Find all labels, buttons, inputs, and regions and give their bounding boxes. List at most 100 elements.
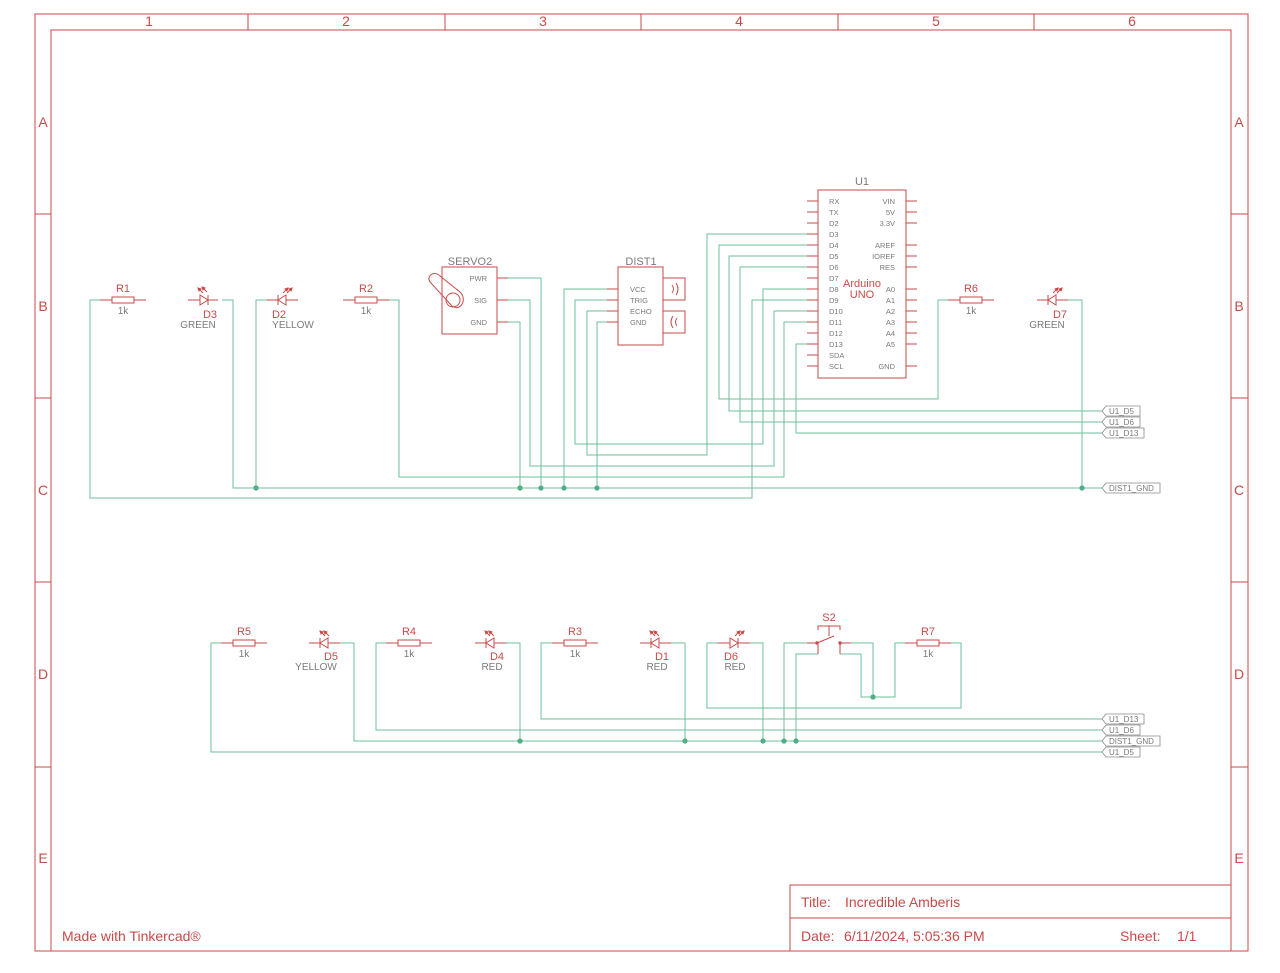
- date-value: 6/11/2024, 5:05:36 PM: [844, 928, 985, 944]
- d7-value: GREEN: [1029, 320, 1065, 331]
- u1-pin-scl: SCL: [829, 362, 844, 371]
- d6-ref: D6: [724, 651, 738, 663]
- u1-pin-ioref: IOREF: [872, 252, 895, 261]
- row-label-b-right: B: [1234, 298, 1243, 314]
- row-label-a-right: A: [1234, 114, 1244, 130]
- u1-pin-a2: A2: [886, 307, 895, 316]
- column-label-6: 6: [1128, 13, 1136, 29]
- u1-name-line1: Arduino: [843, 278, 881, 290]
- r6-value: 1k: [966, 306, 978, 317]
- column-label-1: 1: [145, 13, 153, 29]
- net-label-u1-d5-bottom: U1_D5: [1101, 746, 1141, 758]
- dist1-pin-echo: ECHO: [630, 307, 652, 316]
- d2-ref: D2: [272, 309, 286, 321]
- led-d3[interactable]: D3 GREEN: [180, 286, 218, 331]
- title-value: Incredible Amberis: [845, 894, 960, 910]
- d3-value: GREEN: [180, 320, 216, 331]
- ultrasonic-dist1[interactable]: DIST1 VCC TRIG ECHO GND: [607, 256, 686, 346]
- row-label-e-left: E: [38, 850, 47, 866]
- r2-value: 1k: [361, 306, 373, 317]
- u1-pin-d13: D13: [829, 340, 843, 349]
- dist1-pin-gnd: GND: [630, 318, 647, 327]
- svg-text:U1_D5: U1_D5: [1109, 748, 1134, 757]
- u1-pin-5v: 5V: [886, 208, 895, 217]
- u1-pin-a4: A4: [886, 329, 895, 338]
- servo-servo2[interactable]: SERVO2 PWR SIG GND: [428, 256, 508, 335]
- svg-text:U1_D13: U1_D13: [1109, 715, 1139, 724]
- d7-light-arrows-icon: [1052, 287, 1063, 294]
- resistor-r7[interactable]: R7 1k: [905, 626, 951, 660]
- u1-pin-a0: A0: [886, 285, 895, 294]
- dist1-pin-trig: TRIG: [630, 296, 648, 305]
- svg-text:DIST1_GND: DIST1_GND: [1109, 737, 1154, 746]
- servo2-pin-pwr: PWR: [470, 274, 488, 283]
- row-label-c-right: C: [1234, 482, 1244, 498]
- svg-text:U1_D13: U1_D13: [1109, 429, 1139, 438]
- u1-pin-vin: VIN: [882, 197, 895, 206]
- d3-light-arrows-icon: [197, 286, 208, 294]
- sonar-transducer-icon: [662, 277, 686, 334]
- title-block: Title: Incredible Amberis Date: 6/11/202…: [789, 884, 1232, 952]
- row-label-d-left: D: [38, 666, 48, 682]
- junctions: [253, 485, 1085, 744]
- u1-ref: U1: [855, 176, 869, 188]
- arduino-u1[interactable]: U1 Arduino UNO RXTXD2D3D4D5D6D7D8D9D10D1…: [807, 176, 917, 379]
- u1-pin-aref: AREF: [875, 241, 895, 250]
- dist1-ref: DIST1: [625, 256, 656, 268]
- d5-light-arrows-icon: [319, 630, 330, 637]
- column-label-4: 4: [735, 13, 743, 29]
- row-label-e-right: E: [1234, 850, 1243, 866]
- resistor-r1[interactable]: R1 1k: [100, 283, 146, 317]
- net-label-dist1-gnd-top: DIST1_GND: [1101, 482, 1161, 494]
- row-label-a-left: A: [38, 114, 48, 130]
- u1-pin-d2: D2: [829, 219, 839, 228]
- led-d1[interactable]: D1 RED: [640, 630, 671, 673]
- u1-pin-sda: SDA: [829, 351, 844, 360]
- servo-horn-icon: [428, 273, 464, 308]
- switch-s2[interactable]: S2: [807, 612, 851, 654]
- led-d2[interactable]: D2 YELLOW: [267, 287, 314, 331]
- led-d4[interactable]: D4 RED: [475, 630, 506, 673]
- resistor-r4[interactable]: R4 1k: [386, 626, 432, 660]
- resistor-r3[interactable]: R3 1k: [552, 626, 598, 660]
- net-labels-top: U1_D5 U1_D6 U1_D13 DIST1_GND: [1101, 405, 1161, 494]
- column-label-3: 3: [539, 13, 547, 29]
- led-d5[interactable]: D5 YELLOW: [295, 630, 340, 673]
- dist1-pin-vcc: VCC: [630, 285, 646, 294]
- row-label-c-left: C: [38, 482, 48, 498]
- resistor-r5[interactable]: R5 1k: [221, 626, 267, 660]
- led-d7[interactable]: D7 GREEN: [1029, 287, 1068, 331]
- u1-pin-d12: D12: [829, 329, 843, 338]
- u1-pin-d7: D7: [829, 274, 839, 283]
- net-label-u1-d5-top: U1_D5: [1101, 405, 1141, 417]
- r2-ref: R2: [359, 283, 373, 295]
- led-d6[interactable]: D6 RED: [718, 630, 750, 673]
- servo2-ref: SERVO2: [448, 256, 492, 268]
- resistor-r6[interactable]: R6 1k: [948, 283, 994, 317]
- net-labels-bottom: U1_D13 U1_D6 DIST1_GND U1_D5: [1101, 713, 1161, 758]
- d6-light-arrows-icon: [734, 630, 745, 637]
- u1-pin-a1: A1: [886, 296, 895, 305]
- u1-pin-d3: D3: [829, 230, 839, 239]
- r7-value: 1k: [923, 649, 935, 660]
- s2-ref: S2: [822, 612, 835, 624]
- r1-ref: R1: [116, 283, 130, 295]
- d2-value: YELLOW: [272, 320, 314, 331]
- u1-name-line2: UNO: [850, 289, 875, 301]
- d7-ref: D7: [1053, 309, 1067, 321]
- svg-text:DIST1_GND: DIST1_GND: [1109, 484, 1154, 493]
- d5-value: YELLOW: [295, 662, 337, 673]
- servo2-pin-gnd: GND: [470, 318, 487, 327]
- d4-ref: D4: [490, 651, 504, 663]
- u1-pin-a3: A3: [886, 318, 895, 327]
- d6-value: RED: [724, 662, 745, 673]
- drawing-frame: [34, 13, 1249, 952]
- date-label: Date:: [801, 928, 834, 944]
- r5-value: 1k: [239, 649, 251, 660]
- row-label-b-left: B: [38, 298, 47, 314]
- resistor-r2[interactable]: R2 1k: [343, 283, 389, 317]
- u1-pin-rx: RX: [829, 197, 839, 206]
